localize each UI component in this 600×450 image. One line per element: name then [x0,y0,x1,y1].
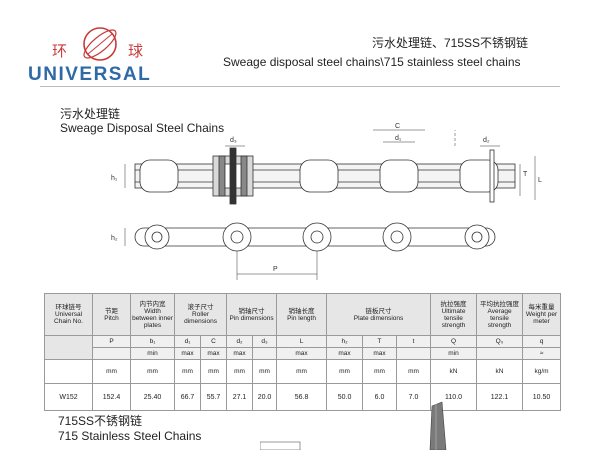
chain-diagram: d₃ C d₁ d₂ h₁ T L h₂ P [111,123,542,280]
unit-cell: kN [430,359,478,384]
unit-spacer [44,359,93,384]
limit-cell [396,347,432,360]
unit-cell: mm [92,359,131,384]
logo-en: UNIVERSAL [28,64,152,85]
limit-cell [476,347,524,360]
dim-c: C [395,123,400,130]
chain-no-cell: W152 [44,383,93,411]
symbol-cell: h₂ [326,335,364,348]
globe-icon [83,27,117,61]
value-cell: 122.1 [476,383,524,411]
table-symbol-row: P b₁ d₁ C d₂ d₃ L h₂ T t Q Q₀ q [44,335,562,360]
unit-cell: mm [199,359,228,384]
symbol-spacer [44,335,93,360]
value-cell: 25.40 [130,383,175,411]
value-cell: 20.0 [252,383,278,411]
value-cell: 152.4 [92,383,131,411]
dim-l: L [538,177,542,184]
unit-cell: mm [226,359,254,384]
limit-cell: max [174,347,201,360]
value-cell: 50.0 [326,383,364,411]
value-cell: 55.7 [199,383,228,411]
value-cell: 10.50 [522,383,562,411]
symbol-cell: d₃ [252,335,278,348]
section2-title-en: 715 Stainless Steel Chains [58,429,202,443]
unit-cell: kN [476,359,524,384]
value-cell: 27.1 [226,383,254,411]
limit-cell: max [226,347,254,360]
dim-d1: d₁ [395,135,402,142]
table-unit-row: mm mm mm mm mm mm mm mm mm mm kN kN kg/m [44,359,562,384]
symbol-cell: Q₀ [476,335,524,348]
unit-cell: mm [396,359,432,384]
dim-p: P [273,266,278,273]
limit-cell [252,347,278,360]
logo-cn-left: 环 [52,42,69,60]
unit-cell: mm [326,359,364,384]
symbol-cell: Q [430,335,478,348]
symbol-cell: b₁ [130,335,175,348]
unit-cell: kg/m [522,359,562,384]
top-dimensions [124,129,536,200]
header-divider [40,86,560,87]
unit-cell: mm [362,359,398,384]
limit-cell: ≈ [522,347,562,360]
section1-title-cn: 污水处理链 [60,107,121,121]
table-row: W152 152.4 25.40 66.7 55.7 27.1 20.0 56.… [44,383,562,411]
stainless-chain-diagram-partial [260,401,447,450]
unit-cell: mm [252,359,278,384]
section2-title-cn: 715SS不锈钢链 [58,414,143,428]
chain-side-view [124,222,496,280]
symbol-cell: t [396,335,432,348]
symbol-cell: P [92,335,131,348]
value-cell: 7.0 [396,383,432,411]
symbol-cell: C [199,335,228,348]
dim-t: T [523,171,528,178]
unit-cell: mm [130,359,175,384]
limit-cell: min [430,347,478,360]
dim-d3: d₃ [230,137,237,144]
table-limit-row: min max max max max max max min ≈ [45,347,562,360]
header-title-cn: 污水处理链、715SS不锈钢链 [372,36,529,50]
symbol-cell: q [522,335,562,348]
symbol-cell: T [362,335,398,348]
unit-cell: mm [174,359,201,384]
limit-cell: max [326,347,364,360]
dim-d2: d₂ [483,137,490,144]
logo: 环 球 UNIVERSAL [28,20,168,90]
limit-cell: min [130,347,175,360]
limit-cell [92,347,131,360]
limit-cell: max [276,347,328,360]
unit-cell: mm [276,359,328,384]
chain-top-view [134,147,516,205]
section1-title-en: Sweage Disposal Steel Chains [60,121,225,135]
limit-cell: max [199,347,228,360]
symbol-cell: L [276,335,328,348]
symbol-cell: d₂ [226,335,254,348]
symbol-cell: d₁ [174,335,201,348]
header-title-en: Sweage disposal steel chains\715 stainle… [223,55,521,69]
logo-cn-right: 球 [128,42,145,60]
value-cell: 56.8 [276,383,328,411]
dim-h2: h₂ [111,235,118,242]
dim-h1: h₁ [111,175,118,182]
value-cell: 66.7 [174,383,201,411]
limit-cell: max [362,347,398,360]
